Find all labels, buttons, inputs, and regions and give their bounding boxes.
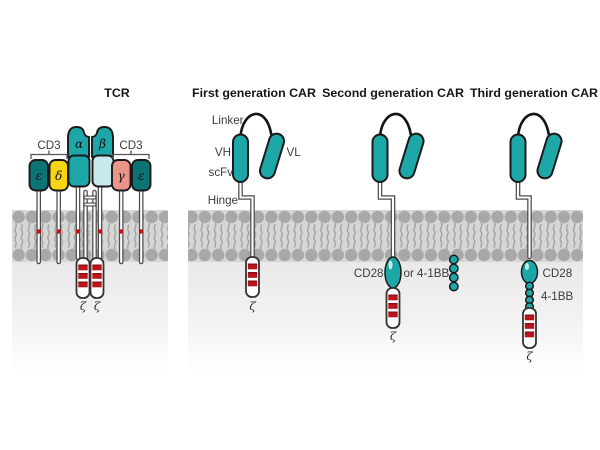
tcr-zeta-dimer — [83, 189, 97, 263]
tcr-charged-residue-dots — [36, 229, 144, 234]
second-generation-car: ζ CD28 or 4-1BB — [354, 112, 459, 343]
gen1-scfv-label: scFv — [209, 166, 234, 179]
tcr-alpha-variable-domain — [67, 126, 90, 158]
first-generation-car: ζ Linker VH scFv VL Hinge — [208, 112, 302, 313]
gen1-linker-label: Linker — [212, 114, 244, 127]
gen2-vh-domain — [371, 133, 389, 183]
tcr-beta-label: β — [98, 137, 106, 151]
gen1-zeta-label: ζ — [249, 299, 256, 313]
tcr-gamma-label: γ — [118, 169, 126, 183]
tcr-zeta-itam-left — [75, 257, 91, 299]
tcr-beta-variable-domain — [91, 126, 114, 158]
tcr-epsilon-left-label: ε — [35, 169, 41, 183]
tcr-beta-constant-domain — [91, 154, 115, 188]
gen1-vh-domain — [232, 133, 249, 183]
tcr-cd3-delta — [48, 159, 69, 192]
gen1-vl-domain — [258, 132, 286, 180]
gen2-vl-domain — [398, 132, 425, 180]
tcr-cd3-left-bracket — [30, 150, 68, 159]
third-generation-car: ζ CD28 4-1BB — [509, 112, 573, 363]
tcr-cd3-right-label: CD3 — [119, 139, 142, 152]
gen3-vl-domain — [536, 132, 563, 180]
gen1-vh-label: VH — [215, 146, 231, 159]
tcr-complex: α β ε δ γ ε CD3 CD3 ζ ζ — [28, 126, 152, 313]
gen1-vl-label: VL — [287, 146, 302, 159]
gen3-cd28-highlight — [525, 263, 529, 270]
gen1-title: First generation CAR — [192, 86, 316, 100]
tcr-delta-label: δ — [55, 169, 62, 183]
tcr-cd3-epsilon-right — [131, 159, 152, 192]
gen1-linker-curve — [239, 112, 273, 138]
gen3-41bb-beads — [524, 281, 535, 312]
gen2-or-41bb-label: or 4-1BB — [404, 267, 450, 280]
tcr-zeta-left-label: ζ — [80, 299, 87, 313]
gen1-zeta-itam — [245, 256, 260, 298]
gen2-title: Second generation CAR — [322, 86, 464, 100]
gen3-zeta-itam — [522, 307, 537, 349]
tcr-alpha-constant-domain — [67, 154, 91, 188]
gen3-vh-domain — [509, 133, 527, 183]
tcr-cd3-gamma — [111, 159, 132, 192]
gen2-41bb-beads — [448, 254, 459, 292]
gen3-cd28-domain — [520, 259, 539, 285]
tcr-cd3-epsilon-left — [28, 159, 49, 192]
gen3-linker-curve — [516, 112, 551, 138]
tcr-alpha-label: α — [75, 137, 83, 151]
gen2-cd28-highlight — [388, 260, 393, 270]
gen2-cd28-domain — [384, 256, 402, 289]
gen1-hinge-label: Hinge — [208, 194, 238, 207]
gen2-zeta-itam — [385, 287, 401, 329]
tcr-zeta-itam-right — [89, 257, 105, 299]
tcr-title: TCR — [104, 86, 130, 100]
gen3-cd28-label: CD28 — [543, 267, 573, 280]
tcr-cd3-left-label: CD3 — [37, 139, 60, 152]
gen3-41bb-label: 4-1BB — [541, 290, 573, 303]
gen2-linker-curve — [378, 112, 413, 138]
gen2-cd28-label: CD28 — [354, 267, 384, 280]
tcr-transmembrane-stems — [36, 183, 144, 265]
gen3-title: Third generation CAR — [470, 86, 598, 100]
tcr-zeta-right-label: ζ — [94, 299, 101, 313]
gen3-zeta-label: ζ — [526, 349, 533, 363]
tcr-epsilon-right-label: ε — [138, 169, 144, 183]
gen2-zeta-label: ζ — [390, 329, 397, 343]
tcr-cd3-right-bracket — [112, 150, 150, 159]
